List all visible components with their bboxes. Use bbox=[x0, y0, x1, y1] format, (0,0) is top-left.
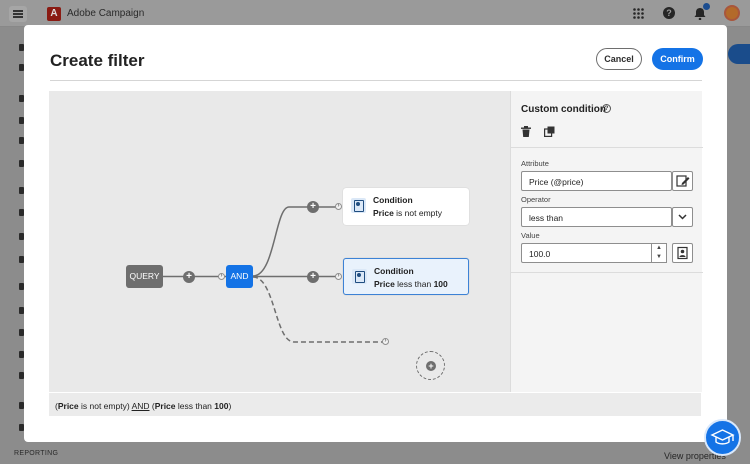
add-node-button[interactable]: + bbox=[183, 271, 195, 283]
value-stepper[interactable]: ▲ ▼ bbox=[652, 243, 667, 263]
panel-divider bbox=[511, 147, 703, 148]
header-actions: ? bbox=[631, 3, 740, 21]
left-nav-rail bbox=[0, 27, 24, 464]
condition-title: Condition bbox=[374, 266, 414, 276]
trash-icon[interactable] bbox=[521, 126, 531, 137]
filter-expression-summary: (Price is not empty) AND (Price less tha… bbox=[49, 393, 701, 416]
personalize-value-button[interactable] bbox=[672, 243, 693, 263]
bell-icon[interactable] bbox=[693, 3, 710, 20]
add-node-button[interactable]: + bbox=[307, 201, 319, 213]
nav-icon[interactable] bbox=[19, 117, 24, 124]
nav-icon[interactable] bbox=[19, 160, 24, 167]
nav-icon[interactable] bbox=[19, 424, 24, 431]
edit-attribute-button[interactable] bbox=[672, 171, 693, 191]
nav-chevron-icon[interactable] bbox=[19, 372, 24, 379]
nav-chevron-icon[interactable] bbox=[19, 187, 24, 194]
avatar[interactable] bbox=[724, 5, 740, 21]
nav-chevron-icon[interactable] bbox=[19, 95, 24, 102]
plus-icon: + bbox=[426, 361, 436, 371]
create-filter-dialog: Create filter Cancel Confirm QUERY + › A… bbox=[24, 25, 727, 442]
panel-divider bbox=[511, 272, 703, 273]
connector-arrow-icon: › bbox=[382, 338, 389, 345]
nav-icon[interactable] bbox=[19, 233, 24, 240]
apps-grid-icon[interactable] bbox=[631, 6, 645, 20]
value-label: Value bbox=[521, 231, 540, 240]
nav-icon[interactable] bbox=[19, 307, 24, 314]
adobe-logo: A bbox=[47, 7, 61, 21]
query-node[interactable]: QUERY bbox=[126, 265, 163, 288]
condition-card[interactable]: Condition Price is not empty bbox=[343, 188, 469, 225]
nav-icon[interactable] bbox=[19, 137, 24, 144]
dialog-title: Create filter bbox=[50, 51, 145, 70]
connector-arrow-icon: › bbox=[335, 203, 342, 210]
operator-select[interactable]: less than bbox=[521, 207, 672, 227]
custom-condition-panel: Custom condition ? Attribute Price (@pri… bbox=[510, 91, 703, 392]
nav-icon[interactable] bbox=[19, 256, 24, 263]
condition-summary: Price less than 100 bbox=[374, 279, 448, 289]
header-divider bbox=[50, 80, 702, 81]
attribute-label: Attribute bbox=[521, 159, 549, 168]
hamburger-icon[interactable] bbox=[9, 6, 27, 22]
nav-icon[interactable] bbox=[19, 351, 24, 358]
app-header: A Adobe Campaign ? bbox=[0, 0, 750, 27]
operator-label: Operator bbox=[521, 195, 551, 204]
panel-title: Custom condition bbox=[521, 104, 606, 115]
nav-chevron-icon[interactable] bbox=[19, 283, 24, 290]
condition-icon bbox=[352, 269, 367, 284]
chevron-down-icon bbox=[678, 214, 687, 220]
view-properties-link[interactable]: View properties bbox=[664, 451, 726, 461]
help-icon[interactable]: ? bbox=[662, 6, 676, 20]
and-node[interactable]: AND bbox=[226, 265, 253, 288]
duplicate-icon[interactable] bbox=[544, 126, 555, 137]
learn-button[interactable] bbox=[704, 419, 741, 456]
decrement-icon[interactable]: ▼ bbox=[656, 254, 662, 260]
condition-title: Condition bbox=[373, 195, 413, 205]
nav-icon[interactable] bbox=[19, 329, 24, 336]
add-node-button[interactable]: + bbox=[307, 271, 319, 283]
edit-icon bbox=[676, 175, 690, 187]
condition-card-selected[interactable]: Condition Price less than 100 bbox=[343, 258, 469, 295]
info-icon[interactable]: ? bbox=[602, 104, 611, 113]
query-canvas[interactable]: QUERY + › AND + › Condition Price is not… bbox=[49, 91, 510, 392]
confirm-button[interactable]: Confirm bbox=[652, 48, 703, 70]
condition-summary: Price is not empty bbox=[373, 208, 442, 218]
nav-chevron-icon[interactable] bbox=[19, 402, 24, 409]
connector-arrow-icon: › bbox=[218, 273, 225, 280]
value-input[interactable]: 100.0 bbox=[521, 243, 652, 263]
cancel-button[interactable]: Cancel bbox=[596, 48, 642, 70]
nav-icon[interactable] bbox=[19, 44, 24, 51]
side-panel-tab[interactable] bbox=[728, 44, 750, 64]
condition-icon bbox=[351, 198, 366, 213]
app-title: Adobe Campaign bbox=[67, 8, 145, 19]
operator-dropdown-button[interactable] bbox=[672, 207, 693, 227]
reporting-section-label[interactable]: REPORTING bbox=[14, 450, 59, 457]
nav-icon[interactable] bbox=[19, 64, 24, 71]
graduation-cap-icon bbox=[710, 429, 735, 445]
query-connectors bbox=[163, 206, 385, 343]
nav-icon[interactable] bbox=[19, 209, 24, 216]
personalization-icon bbox=[677, 246, 688, 260]
increment-icon[interactable]: ▲ bbox=[656, 245, 662, 251]
attribute-field[interactable]: Price (@price) bbox=[521, 171, 672, 191]
connector-arrow-icon: › bbox=[335, 273, 342, 280]
add-condition-placeholder[interactable]: + bbox=[416, 351, 445, 380]
